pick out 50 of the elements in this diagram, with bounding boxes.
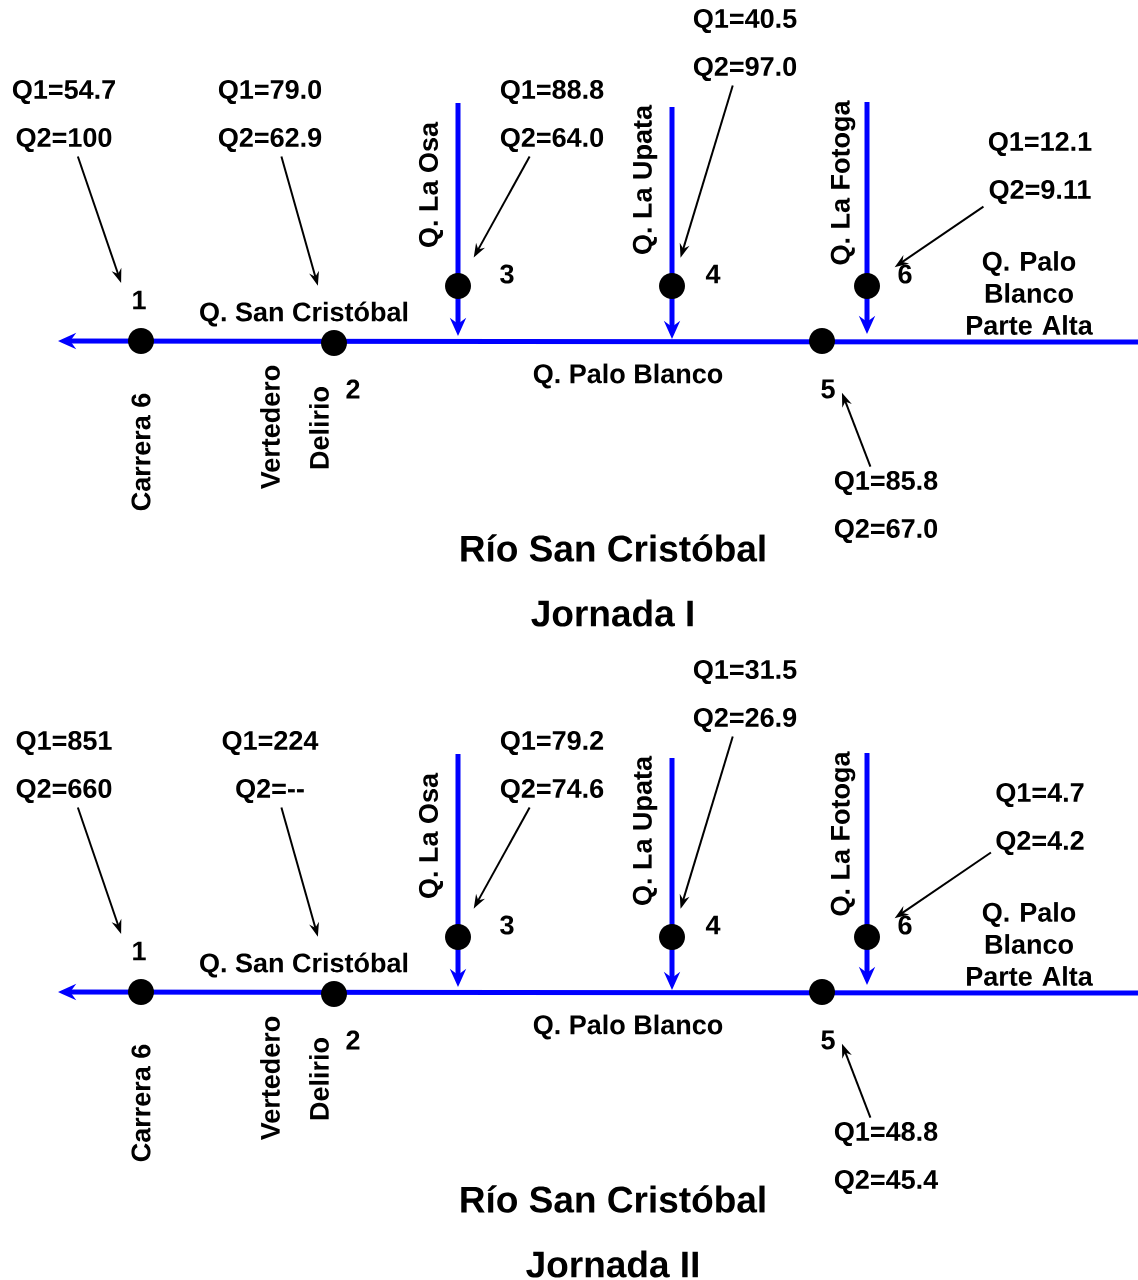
point-number: 2	[346, 379, 360, 399]
sampling-point	[659, 273, 685, 299]
flow-values: Q1=224 Q2=--	[222, 730, 319, 804]
sampling-point	[445, 273, 471, 299]
point-number: 1	[133, 290, 146, 310]
sampling-point	[659, 924, 685, 950]
place-name: Delirio	[309, 387, 329, 469]
sampling-point	[445, 924, 471, 950]
place-name: Vertedero	[260, 365, 280, 490]
point-number: 4	[705, 264, 721, 284]
flow-values: Q1=4.7 Q2=4.2	[996, 782, 1084, 856]
flow-values: Q1=31.5 Q2=26.9	[693, 659, 797, 733]
flow-values: Q1=12.1 Q2=9.11	[988, 131, 1092, 205]
flow-values: Q1=79.2 Q2=74.6	[500, 730, 604, 804]
flow-values: Q1=85.8 Q2=67.0	[834, 470, 938, 544]
session-title: Jornada I	[531, 599, 693, 627]
sampling-point	[321, 981, 347, 1007]
place-name: Vertedero	[260, 1016, 280, 1141]
point-number: 6	[898, 915, 912, 935]
sampling-point	[854, 924, 880, 950]
flow-values: Q1=79.0 Q2=62.9	[218, 79, 322, 153]
flow-values: Q1=48.8 Q2=45.4	[834, 1121, 938, 1195]
stream-name: Q. Palo Blanco	[533, 1014, 723, 1040]
stream-name: Q. Palo Blanco Parte Alta	[967, 251, 1093, 335]
river-title: Río San Cristóbal	[461, 1185, 765, 1213]
point-number: 3	[500, 264, 514, 284]
place-name: Delirio	[309, 1038, 329, 1120]
point-number: 2	[346, 1030, 360, 1050]
stream-name: Q. Palo Blanco	[533, 363, 723, 389]
sampling-point	[809, 328, 835, 354]
sampling-point	[321, 330, 347, 356]
sampling-point	[854, 273, 880, 299]
stream-name: Q. Palo Blanco Parte Alta	[967, 902, 1093, 986]
stream-name: Q. San Cristóbal	[200, 952, 408, 978]
flow-values: Q1=40.5 Q2=97.0	[693, 8, 797, 82]
point-number: 5	[821, 1030, 835, 1050]
flow-values: Q1=54.7 Q2=100	[12, 79, 115, 153]
point-number: 1	[133, 941, 146, 961]
sampling-point	[809, 979, 835, 1005]
flow-values: Q1=88.8 Q2=64.0	[500, 79, 604, 153]
sampling-point	[128, 979, 154, 1005]
point-number: 5	[821, 379, 835, 399]
river-title: Río San Cristóbal	[461, 534, 765, 562]
sampling-point	[128, 328, 154, 354]
flow-values: Q1=851 Q2=660	[16, 730, 112, 804]
point-number: 3	[500, 915, 514, 935]
point-number: 6	[898, 264, 912, 284]
point-number: 4	[705, 915, 721, 935]
session-title: Jornada II	[526, 1250, 698, 1278]
place-name: Carrera 6	[131, 1044, 151, 1162]
